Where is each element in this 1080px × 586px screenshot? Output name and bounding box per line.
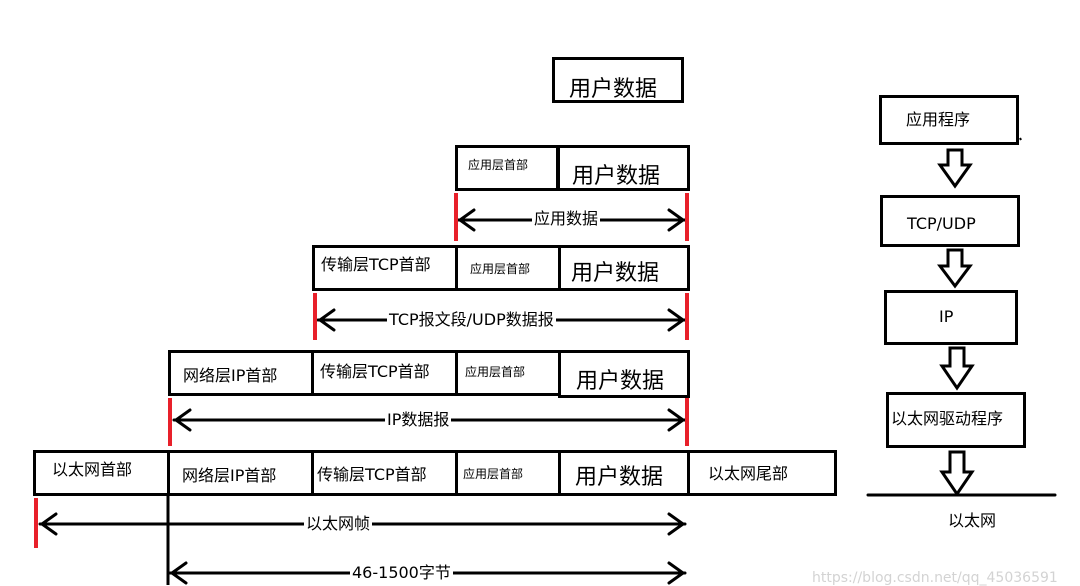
tcp-header-label: 传输层TCP首部 [317, 465, 427, 484]
span-label-app-data: 应用数据 [532, 209, 601, 228]
stack-network-box: IP [884, 290, 1018, 345]
ip-header-label: 网络层IP首部 [182, 466, 277, 485]
app-header-box: 应用层首部 [455, 450, 561, 496]
stack-medium-label: 以太网 [948, 511, 997, 530]
stack-network-label: IP [939, 307, 954, 326]
eth-header-label: 以太网首部 [52, 460, 133, 479]
app-header-label: 应用层首部 [470, 262, 531, 276]
app-header-box: 应用层首部 [455, 245, 561, 291]
down-arrow-icon [937, 148, 973, 189]
user-data-box: 用户数据 [558, 350, 690, 398]
span-label-payload: 46-1500字节 [350, 563, 453, 582]
app-header-label: 应用层首部 [465, 365, 526, 379]
user-data-box: 用户数据 [558, 450, 690, 496]
down-arrow-icon [937, 248, 973, 289]
tcp-header-label: 传输层TCP首部 [320, 362, 430, 381]
user-data-box: 用户数据 [558, 245, 690, 291]
app-header-label: 应用层首部 [463, 467, 524, 481]
user-data-label: 用户数据 [569, 77, 658, 102]
tcp-header-box: 传输层TCP首部 [311, 350, 458, 396]
user-data-label: 用户数据 [576, 369, 665, 394]
user-data-box: 用户数据 [557, 145, 690, 191]
down-arrow-icon [939, 346, 975, 391]
eth-header-box: 以太网首部 [33, 450, 170, 496]
app-header-box: 应用层首部 [455, 145, 559, 191]
app-header-box: 应用层首部 [455, 350, 561, 396]
stack-driver-label: 以太网驱动程序 [891, 409, 1004, 428]
stack-transport-label: TCP/UDP [907, 214, 976, 233]
span-label-ip-datagram: IP数据报 [385, 410, 452, 429]
tcp-header-box: 传输层TCP首部 [312, 245, 458, 291]
ip-header-box: 网络层IP首部 [167, 450, 314, 496]
tcp-header-label: 传输层TCP首部 [321, 255, 431, 274]
stack-app-label: 应用程序 [906, 110, 971, 129]
tcp-header-box: 传输层TCP首部 [311, 450, 458, 496]
eth-trailer-box: 以太网尾部 [687, 450, 837, 496]
span-label-ethernet-frame: 以太网帧 [304, 514, 373, 533]
user-data-label: 用户数据 [575, 465, 664, 490]
down-arrow-icon [939, 450, 975, 497]
ip-header-label: 网络层IP首部 [183, 366, 278, 385]
span-label-tcp-segment: TCP报文段/UDP数据报 [387, 310, 556, 329]
watermark-text: https://blog.csdn.net/qq_45036591 [812, 570, 1058, 586]
stack-transport-box: TCP/UDP [880, 195, 1020, 247]
app-header-label: 应用层首部 [468, 158, 529, 172]
stack-driver-box: 以太网驱动程序 [886, 392, 1026, 448]
eth-trailer-label: 以太网尾部 [708, 464, 789, 483]
ip-header-box: 网络层IP首部 [168, 350, 314, 396]
user-data-label: 用户数据 [571, 261, 660, 286]
user-data-label: 用户数据 [572, 164, 661, 189]
stack-app-box: 应用程序 [879, 95, 1019, 145]
user-data-box: 用户数据 [552, 57, 684, 103]
